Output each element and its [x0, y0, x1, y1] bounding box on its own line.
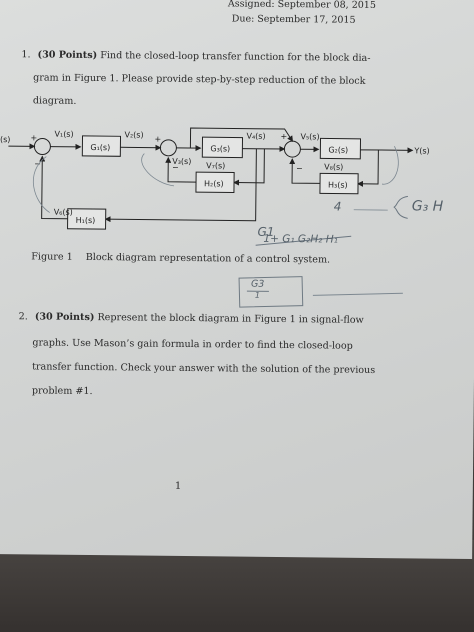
output-label: Y(s) [413, 146, 429, 155]
g1-label: G₁(s) [90, 143, 110, 152]
v1-label: V₁(s) [54, 130, 73, 139]
handwritten-fraction-den: 1+ G₁ G₂H₂ H₁ [263, 232, 338, 246]
due-date: Due: September 17, 2015 [231, 13, 356, 26]
paper-sheet: Assigned: September 08, 2015 Due: Septem… [0, 0, 474, 560]
problem2-line2: graphs. Use Mason’s gain formula in orde… [32, 337, 353, 352]
figure-text: Block diagram representation of a contro… [85, 251, 331, 266]
v6-label: V₆(s) [54, 208, 73, 217]
handwritten-4: 4 [333, 199, 342, 214]
block-diagram: R(s) Y(s) G₁(s) G₃(s) G₂(s) H₂(s) H₃(s) … [0, 127, 430, 230]
problem1-points: (30 Points) [37, 49, 98, 62]
problem1-line2: gram in Figure 1. Please provide step-by… [33, 72, 366, 87]
v3-label: V₃(s) [172, 157, 191, 166]
page-number: 1 [174, 480, 182, 492]
v8-label: V₈(s) [324, 162, 343, 171]
sign-plus-3: + [280, 132, 287, 141]
problem2-line3: transfer function. Check your answer wit… [32, 361, 376, 376]
problem2-points: (30 Points) [34, 311, 95, 324]
problem2-line1: 2. (30 Points) Represent the block diagr… [19, 306, 364, 332]
block-g2 [319, 137, 362, 160]
handwritten-dash [312, 292, 403, 296]
handwritten-bracket [393, 195, 408, 219]
problem1-text1: Find the closed-loop transfer function f… [100, 50, 371, 64]
problem2-text1: Represent the block diagram in Figure 1 … [97, 312, 364, 326]
handwritten-box-num: G3 [250, 278, 265, 290]
assigned-date: Assigned: September 08, 2015 [227, 0, 376, 11]
v7-label: V₇(s) [206, 161, 225, 170]
problem1-line1: 1. (30 Points) Find the closed-loop tran… [21, 44, 370, 70]
block-g1 [81, 135, 122, 157]
problem1-number: 1. [21, 49, 31, 61]
handwritten-box [238, 276, 304, 308]
v2-label: V₂(s) [124, 130, 143, 139]
sign-minus-1: − [34, 159, 41, 168]
v4-label: V₄(s) [246, 132, 265, 141]
g2-label: G₂(s) [328, 145, 348, 154]
sign-plus-2: + [154, 135, 161, 144]
sign-minus-3: − [296, 164, 303, 173]
sign-plus-1: + [30, 133, 37, 142]
h1-label: H₁(s) [76, 216, 96, 225]
h2-label: H₂(s) [204, 179, 224, 188]
problem2-number: 2. [18, 311, 28, 323]
figure-label: Figure 1 [31, 251, 73, 263]
block-g3 [201, 136, 244, 159]
handwritten-box-den: 1 [254, 290, 261, 300]
problem1-line3: diagram. [32, 95, 77, 107]
figure-caption: Figure 1 Block diagram representation of… [31, 251, 330, 265]
v5-label: V₅(s) [300, 132, 319, 141]
g3-label: G₃(s) [210, 144, 230, 153]
handwritten-g3h: G₃ H [411, 198, 444, 215]
input-label: R(s) [0, 135, 10, 144]
summing-junction-3 [283, 140, 301, 158]
sign-minus-2: − [172, 163, 179, 172]
problem2-line4: problem #1. [31, 385, 93, 398]
summing-junction-2 [159, 139, 177, 157]
h3-label: H₃(s) [328, 180, 348, 189]
